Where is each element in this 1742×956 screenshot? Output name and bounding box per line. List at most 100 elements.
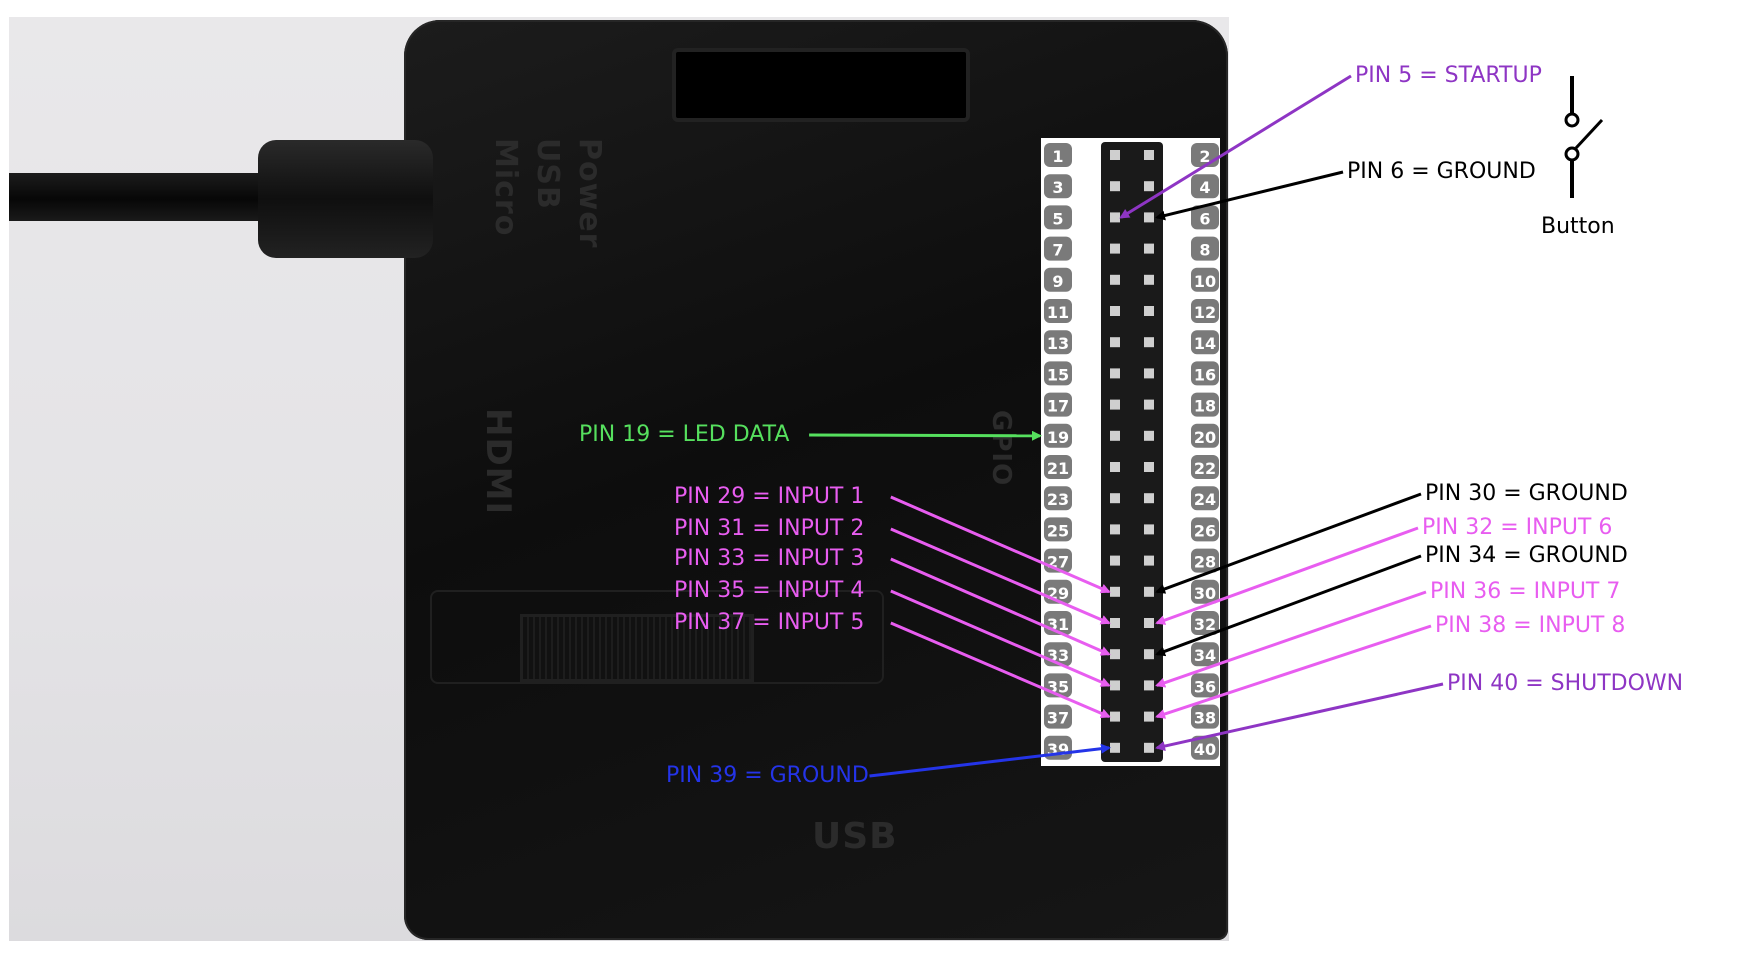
pin-contact: [1110, 243, 1120, 254]
pin-number-badge: [1044, 361, 1072, 386]
pin-contact: [1110, 306, 1120, 316]
pin-number-badge: [1044, 392, 1072, 417]
pin-contact: [1110, 493, 1120, 504]
case-label-hdmi: HDMI: [478, 408, 518, 516]
pin-label-30: PIN 30 = GROUND: [1425, 481, 1628, 506]
pin-contact: [1110, 337, 1120, 348]
pin-number-badge: [1044, 517, 1072, 542]
pin-number: 20: [1194, 428, 1216, 447]
button-label: Button: [1541, 214, 1615, 239]
pin-number: 13: [1047, 334, 1069, 353]
arrow-pin-19: [809, 430, 1042, 441]
pin-label-31: PIN 31 = INPUT 2: [674, 516, 865, 541]
pin-number-badge: [1044, 299, 1072, 323]
pin-number-badge: [1044, 143, 1072, 167]
case-label-micro: Micro: [488, 138, 523, 237]
pin-number: 3: [1052, 178, 1063, 197]
pin-contact: [1110, 399, 1120, 410]
pin-number: 9: [1052, 272, 1063, 291]
pin-number-badge: [1191, 704, 1219, 729]
pin-number: 14: [1194, 334, 1216, 353]
pin-label-34: PIN 34 = GROUND: [1425, 543, 1628, 568]
pin-number-badge: [1044, 267, 1072, 292]
pin-number: 5: [1052, 209, 1063, 228]
pin-contact: [1144, 243, 1154, 254]
pin-number-badge: [1191, 611, 1219, 635]
pin-label-37: PIN 37 = INPUT 5: [674, 610, 865, 635]
pin-label-6: PIN 6 = GROUND: [1347, 159, 1536, 184]
pin-number-badge: [1044, 486, 1072, 511]
pin-number-badge: [1191, 423, 1219, 448]
pin-number-badge: [1191, 299, 1219, 323]
pin-number: 30: [1194, 584, 1216, 603]
pin-contact: [1110, 649, 1120, 660]
case-label-usb-bottom: USB: [812, 816, 898, 857]
pin-number: 18: [1194, 397, 1216, 416]
pin-label-39: PIN 39 = GROUND: [666, 763, 869, 788]
pin-number: 32: [1194, 615, 1216, 634]
pin-contact: [1110, 680, 1120, 691]
pin-number-badge: [1191, 579, 1219, 604]
pin-number: 8: [1199, 241, 1210, 260]
pin-contact: [1110, 586, 1120, 597]
pin-contact: [1110, 524, 1120, 535]
pin-label-29: PIN 29 = INPUT 1: [674, 484, 865, 509]
pin-contact: [1144, 430, 1154, 441]
arrow-pin-34: [1155, 554, 1422, 657]
arrow-pin-6: [1155, 170, 1344, 221]
pin-number-badge: [1191, 517, 1219, 542]
pin-number: 12: [1194, 303, 1216, 322]
arrow-pin-39: [869, 743, 1111, 778]
pin-number: 22: [1194, 459, 1216, 478]
case-recess: [430, 590, 884, 684]
pin-contact: [1144, 586, 1154, 597]
pin-number: 26: [1194, 521, 1216, 540]
arrow-pin-37: [890, 621, 1111, 719]
pin-contact: [1144, 524, 1154, 535]
pin-number: 36: [1194, 677, 1216, 696]
pin-number-badge: [1044, 423, 1072, 448]
pin-number: 10: [1194, 272, 1216, 291]
pin-number: 2: [1199, 147, 1210, 166]
arrow-pin-36: [1155, 590, 1427, 688]
pin-number: 4: [1199, 178, 1210, 197]
pin-number: 25: [1047, 521, 1069, 540]
case-label-usb: USB: [530, 138, 565, 210]
pin-label-40: PIN 40 = SHUTDOWN: [1447, 671, 1684, 696]
pin-contact: [1144, 555, 1154, 566]
pin-contact: [1144, 337, 1154, 348]
pin-number-badge: [1044, 205, 1072, 230]
pin-contact: [1144, 150, 1154, 160]
pin-number-badge: [1044, 174, 1072, 199]
arrow-pin-38: [1155, 624, 1432, 719]
pin-number: 37: [1047, 709, 1069, 728]
pin-contact: [1110, 430, 1120, 441]
pin-number: 34: [1194, 646, 1216, 665]
pin-number: 1: [1052, 147, 1063, 166]
pin-number: 17: [1047, 397, 1069, 416]
button-symbol-icon: [1564, 76, 1604, 198]
pin-number: 24: [1194, 490, 1216, 509]
case-top-slot: [672, 48, 970, 122]
case-label-power: Power: [572, 138, 607, 249]
pin-label-35: PIN 35 = INPUT 4: [674, 578, 865, 603]
pin-number-badge: [1191, 642, 1219, 667]
pin-number-badge: [1044, 704, 1072, 729]
pin-contact: [1144, 742, 1154, 753]
pin-contact: [1144, 618, 1154, 628]
pin-number: 15: [1047, 365, 1069, 384]
pin-number: 40: [1194, 740, 1216, 759]
pin-number-badge: [1191, 735, 1219, 760]
pin-number-badge: [1044, 236, 1072, 261]
pin-contact: [1110, 462, 1120, 472]
micro-usb-plug: [258, 140, 433, 258]
pin-contact: [1110, 150, 1120, 160]
pin-contact: [1144, 711, 1154, 722]
pin-contact: [1110, 555, 1120, 566]
pin-number-badge: [1191, 205, 1219, 230]
pin-contact: [1144, 306, 1154, 316]
pin-number: 38: [1194, 709, 1216, 728]
pin-contact: [1110, 711, 1120, 722]
arrow-pin-40: [1155, 682, 1444, 751]
